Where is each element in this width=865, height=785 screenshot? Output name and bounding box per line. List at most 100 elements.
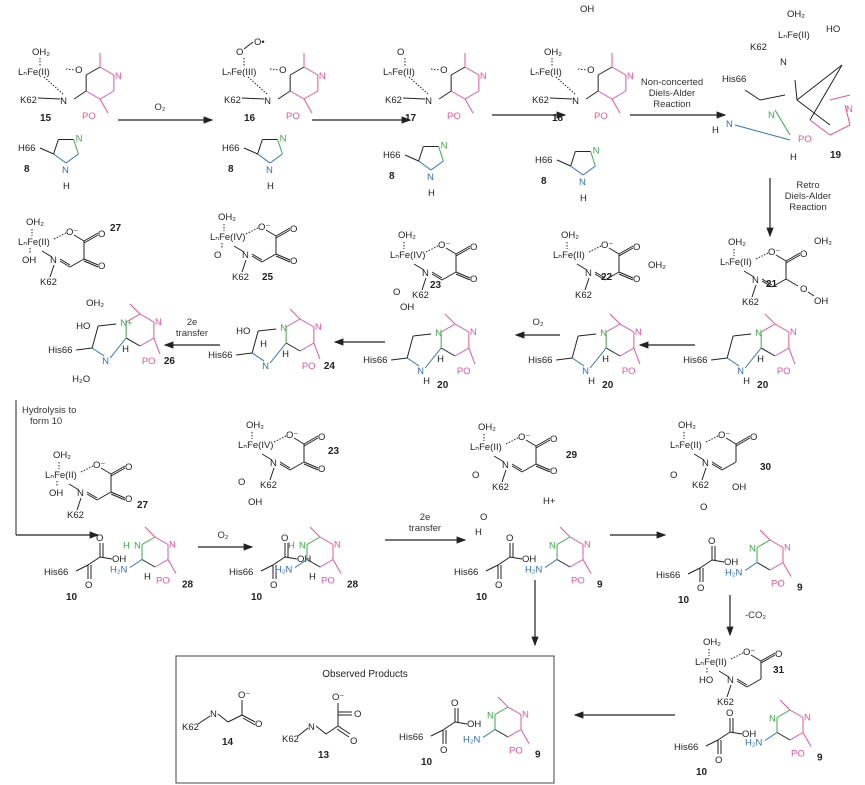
bond: [744, 347, 762, 369]
iron-ligand-top: OH₂: [478, 422, 496, 433]
imine-nitrogen: N: [425, 96, 432, 107]
bond: [807, 291, 815, 297]
bond: [303, 461, 319, 469]
his66-label: His66: [48, 345, 72, 356]
ch2-bond: [464, 98, 474, 114]
bridgehead-h: H: [122, 344, 129, 355]
carboxylate-o: O⁻: [518, 432, 530, 443]
peroxy-o: O: [800, 284, 807, 295]
methyl-bond: [309, 526, 321, 538]
bond: [618, 273, 634, 281]
imidazole-bond: [590, 151, 596, 167]
bond: [297, 727, 309, 737]
pyridine-ring-bond: [464, 66, 480, 76]
keto-o: O: [270, 580, 277, 591]
coordination-bond: [41, 250, 53, 258]
pyrimidine-n-green: N: [487, 711, 494, 722]
bond: [521, 463, 537, 473]
bond: [406, 335, 414, 359]
hydroxyl: HO: [236, 326, 250, 337]
methyl-bond: [444, 313, 456, 325]
his66-label: H66: [535, 155, 552, 166]
bridge-n: N: [768, 110, 775, 121]
acid-oh: OH: [297, 554, 311, 565]
bond: [829, 124, 851, 136]
nh-h: H: [712, 125, 719, 136]
compound-number-c21: 21: [766, 279, 778, 290]
ch2-bond: [520, 729, 530, 744]
bond: [445, 247, 457, 255]
compound-number-20: 20: [437, 380, 449, 391]
phosphate-label: PO: [286, 111, 300, 122]
pyridine-ring-bond: [450, 90, 466, 100]
bond: [761, 280, 773, 288]
keto-o: O: [495, 580, 502, 591]
methyl-bond: [129, 303, 141, 315]
methyl-bond: [829, 94, 851, 101]
bond: [794, 79, 798, 101]
iron-ligand-bottom: O: [214, 250, 221, 261]
bond: [75, 564, 89, 572]
pyridine-ring-bond: [597, 66, 613, 76]
his66-label: His66: [722, 74, 746, 85]
imine-n: N: [242, 250, 249, 261]
bridging-o: O: [670, 470, 677, 481]
bond: [265, 229, 277, 237]
bond: [275, 227, 291, 237]
phosphate-label: PO: [777, 366, 791, 377]
bond: [289, 461, 305, 471]
pyrimidine-bond: [319, 559, 334, 568]
bond: [578, 333, 597, 337]
coordination-bond: [53, 232, 67, 240]
bond: [711, 559, 725, 563]
bridging-o: O: [472, 470, 479, 481]
carboxyl-o: O: [750, 432, 757, 443]
hydroperoxide-oh: OH: [580, 4, 594, 15]
imine-n: N: [502, 460, 509, 471]
his66-label: H66: [18, 143, 35, 154]
acid-oh: OH: [742, 729, 756, 740]
lys62-label: K62: [742, 297, 759, 308]
imine-n: N: [270, 458, 277, 469]
lys62-label: K62: [67, 510, 84, 521]
water-h: H: [475, 527, 482, 538]
iron-ligand-top: OH₂: [703, 637, 721, 648]
bond: [110, 465, 126, 475]
peroxy-o: O: [700, 502, 707, 513]
lys62-label: K62: [232, 272, 249, 283]
bond: [735, 437, 751, 447]
pyrimidine-n-green: N: [134, 541, 141, 552]
iron-center: LₙFe(II): [530, 67, 562, 78]
pyrimidine-bond: [756, 539, 771, 548]
iron-ligand-top: OH₂: [398, 230, 416, 241]
bond: [99, 556, 113, 560]
pyridine-n: N: [846, 104, 853, 115]
bond: [269, 342, 287, 364]
bridgehead-h: H: [757, 354, 764, 365]
peroxy-oh: OH: [248, 497, 262, 508]
phosphate-label: PO: [509, 746, 523, 757]
bond: [725, 437, 737, 445]
carboxyl-o: O: [98, 229, 105, 240]
bond: [535, 465, 551, 473]
diels-alder-label: Diels-Alder: [649, 88, 695, 99]
compound-number-8: 8: [228, 164, 234, 175]
bond: [525, 439, 537, 447]
bond: [236, 352, 253, 356]
coordination-bond: [576, 263, 588, 271]
iron-center: LₙFe(II): [695, 657, 727, 668]
retro-diels-alder-label: Retro: [796, 180, 819, 191]
compound-number-8: 8: [541, 176, 547, 187]
bond: [404, 154, 419, 162]
lys62-label: K62: [282, 734, 299, 745]
bond: [701, 467, 707, 481]
bond: [197, 715, 211, 725]
phosphate-label: PO: [571, 576, 585, 587]
compound-number-c23: 23: [430, 280, 442, 291]
methyl-bond: [289, 308, 301, 320]
pyridine-ring-bond: [611, 66, 627, 76]
hydrolysis-label: Hydrolysis to: [22, 405, 76, 416]
compound-number-10: 10: [251, 592, 263, 603]
